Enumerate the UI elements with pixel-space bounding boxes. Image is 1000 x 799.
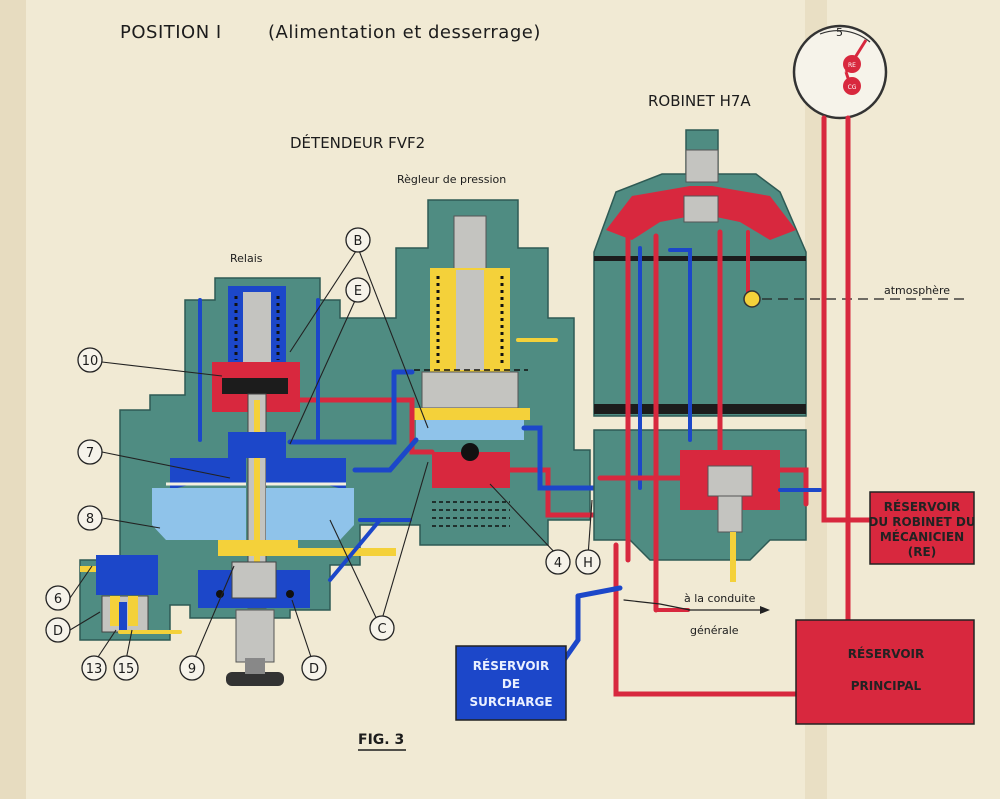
callout-15: 15 <box>113 655 139 681</box>
reservoir-surcharge-line1: RÉSERVOIR <box>473 658 550 673</box>
reservoir-robinet: RÉSERVOIR DU ROBINET DU MÉCANICIEN (RE) <box>868 491 976 565</box>
conduite-label-1: à la conduite <box>684 592 756 605</box>
svg-text:4: 4 <box>554 556 562 571</box>
callout-7: 7 <box>77 439 103 465</box>
callout-9: 9 <box>179 655 205 681</box>
callouts: 10 7 8 6 D 13 15 9 D C 4 H B E <box>45 227 601 681</box>
relais-diaphragm <box>152 432 396 556</box>
callout-e: E <box>345 277 371 303</box>
svg-text:H: H <box>583 556 593 571</box>
svg-text:8: 8 <box>86 512 94 527</box>
callout-d-left: D <box>45 617 71 643</box>
reservoir-robinet-line1: RÉSERVOIR <box>884 499 961 514</box>
callout-d-right: D <box>301 655 327 681</box>
svg-text:D: D <box>309 662 319 677</box>
conduite-label-2: générale <box>690 624 739 637</box>
svg-text:6: 6 <box>54 592 62 607</box>
callout-13: 13 <box>81 655 107 681</box>
reservoir-robinet-line2: DU ROBINET DU <box>868 515 975 529</box>
svg-text:E: E <box>354 284 362 299</box>
svg-text:9: 9 <box>188 662 196 677</box>
page-title: POSITION I <box>120 22 222 43</box>
callout-b: B <box>345 227 371 253</box>
svg-text:13: 13 <box>86 662 103 677</box>
page-subtitle: (Alimentation et desserrage) <box>268 22 541 43</box>
svg-text:10: 10 <box>82 354 99 369</box>
detendeur-passages <box>118 298 603 634</box>
gauge-mark: 5 <box>836 26 843 39</box>
callout-h: H <box>575 549 601 575</box>
page-fold-left <box>0 0 26 799</box>
reservoir-surcharge-line3: SURCHARGE <box>469 695 552 709</box>
leader-lines <box>69 247 593 661</box>
atmosphere-port <box>743 290 761 308</box>
reservoir-principal: RÉSERVOIR PRINCIPAL <box>795 619 975 725</box>
reservoir-principal-line1: RÉSERVOIR <box>848 646 925 661</box>
svg-text:B: B <box>354 234 363 249</box>
atmosphere-label: atmosphère <box>884 284 950 297</box>
detendeur-title: DÉTENDEUR FVF2 <box>290 133 425 152</box>
callout-6: 6 <box>45 585 71 611</box>
relais-label: Relais <box>230 252 263 265</box>
gauge-needle-re: RE <box>848 62 856 69</box>
svg-text:7: 7 <box>86 446 94 461</box>
pressure-gauge: 5 RE CG <box>792 24 888 120</box>
reservoir-surcharge: RÉSERVOIR DE SURCHARGE <box>455 645 567 721</box>
svg-text:C: C <box>377 622 386 637</box>
callout-8: 8 <box>77 505 103 531</box>
reservoir-principal-line2: PRINCIPAL <box>851 679 922 693</box>
robinet-passages <box>597 229 822 613</box>
svg-text:15: 15 <box>118 662 135 677</box>
robinet-body <box>593 129 807 582</box>
robinet-title: ROBINET H7A <box>648 92 751 110</box>
figure-label: FIG. 3 <box>358 732 404 748</box>
relais-lower-valve <box>198 561 310 608</box>
reservoir-robinet-line3: MÉCANICIEN <box>880 529 964 544</box>
gauge-needle-cg: CG <box>848 84 857 91</box>
callout-10: 10 <box>77 347 103 373</box>
external-pipes <box>561 115 873 697</box>
left-valve <box>80 555 158 633</box>
regleur-de-pression <box>412 215 530 532</box>
reservoir-robinet-line4: (RE) <box>908 545 936 559</box>
svg-text:D: D <box>53 624 63 639</box>
regleur-label: Règleur de pression <box>397 173 506 186</box>
callout-4: 4 <box>545 549 571 575</box>
callout-c: C <box>369 615 395 641</box>
reservoir-surcharge-line2: DE <box>502 677 520 691</box>
